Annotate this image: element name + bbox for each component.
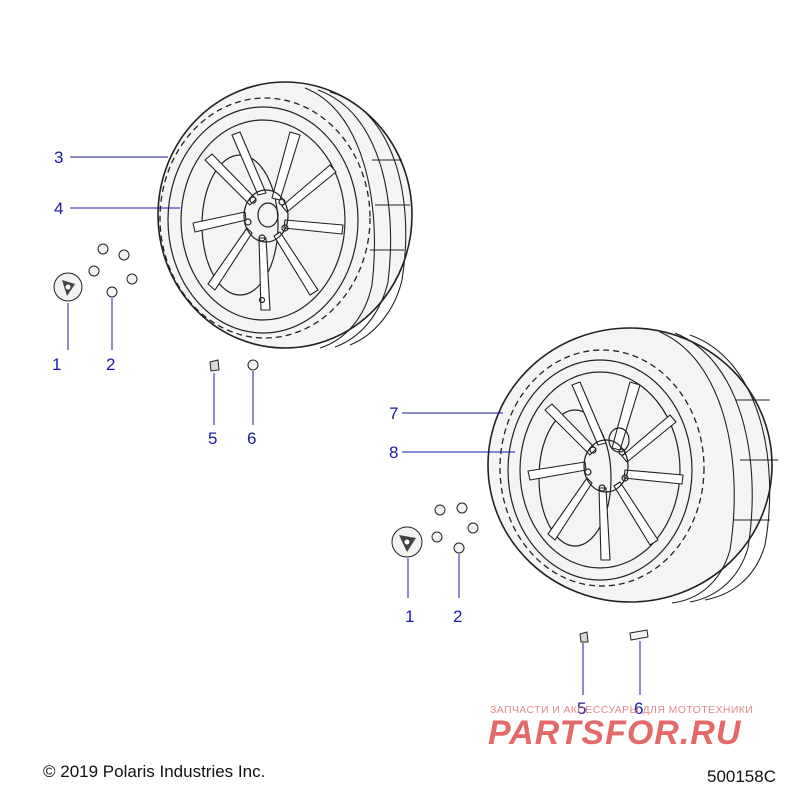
upper-spokes — [192, 131, 344, 311]
figure-number: 500158C — [706, 767, 776, 786]
lower-center-cap — [391, 526, 423, 558]
upper-lug-nuts — [88, 243, 138, 298]
upper-callouts: 3 4 1 2 5 6 — [52, 148, 256, 448]
lower-wheel — [487, 327, 778, 604]
upper-hub — [243, 189, 289, 304]
callout-3: 3 — [54, 148, 63, 167]
callout-7: 7 — [389, 404, 398, 423]
upper-wheel — [157, 81, 413, 349]
callout-4: 4 — [54, 199, 63, 218]
upper-tire — [157, 81, 413, 349]
lower-rim — [499, 349, 705, 587]
upper-rim — [159, 97, 371, 339]
callout-5-lower: 5 — [577, 699, 586, 718]
callout-6: 6 — [247, 429, 256, 448]
lower-hub — [583, 427, 630, 493]
lower-valve-parts — [579, 629, 649, 643]
lower-callouts: 7 8 1 2 5 6 — [389, 404, 643, 718]
callout-1-lower: 1 — [405, 607, 414, 626]
copyright-notice: © 2019 Polaris Industries Inc. — [43, 762, 266, 781]
lower-spokes — [527, 381, 684, 561]
watermark-logo: PARTSFOR.RU — [488, 714, 742, 752]
callout-2: 2 — [106, 355, 115, 374]
callout-6-lower: 6 — [634, 699, 643, 718]
upper-center-cap — [53, 272, 83, 302]
watermark-tagline: ЗАПЧАСТИ И АКСЕССУАРЫ ДЛЯ МОТОТЕХНИКИ — [490, 704, 754, 716]
callout-1: 1 — [52, 355, 61, 374]
upper-valve-parts — [209, 359, 259, 372]
lower-lug-nuts — [431, 502, 479, 554]
callout-8: 8 — [389, 443, 398, 462]
callout-2-lower: 2 — [453, 607, 462, 626]
callout-5: 5 — [208, 429, 217, 448]
lower-tire — [487, 327, 778, 604]
